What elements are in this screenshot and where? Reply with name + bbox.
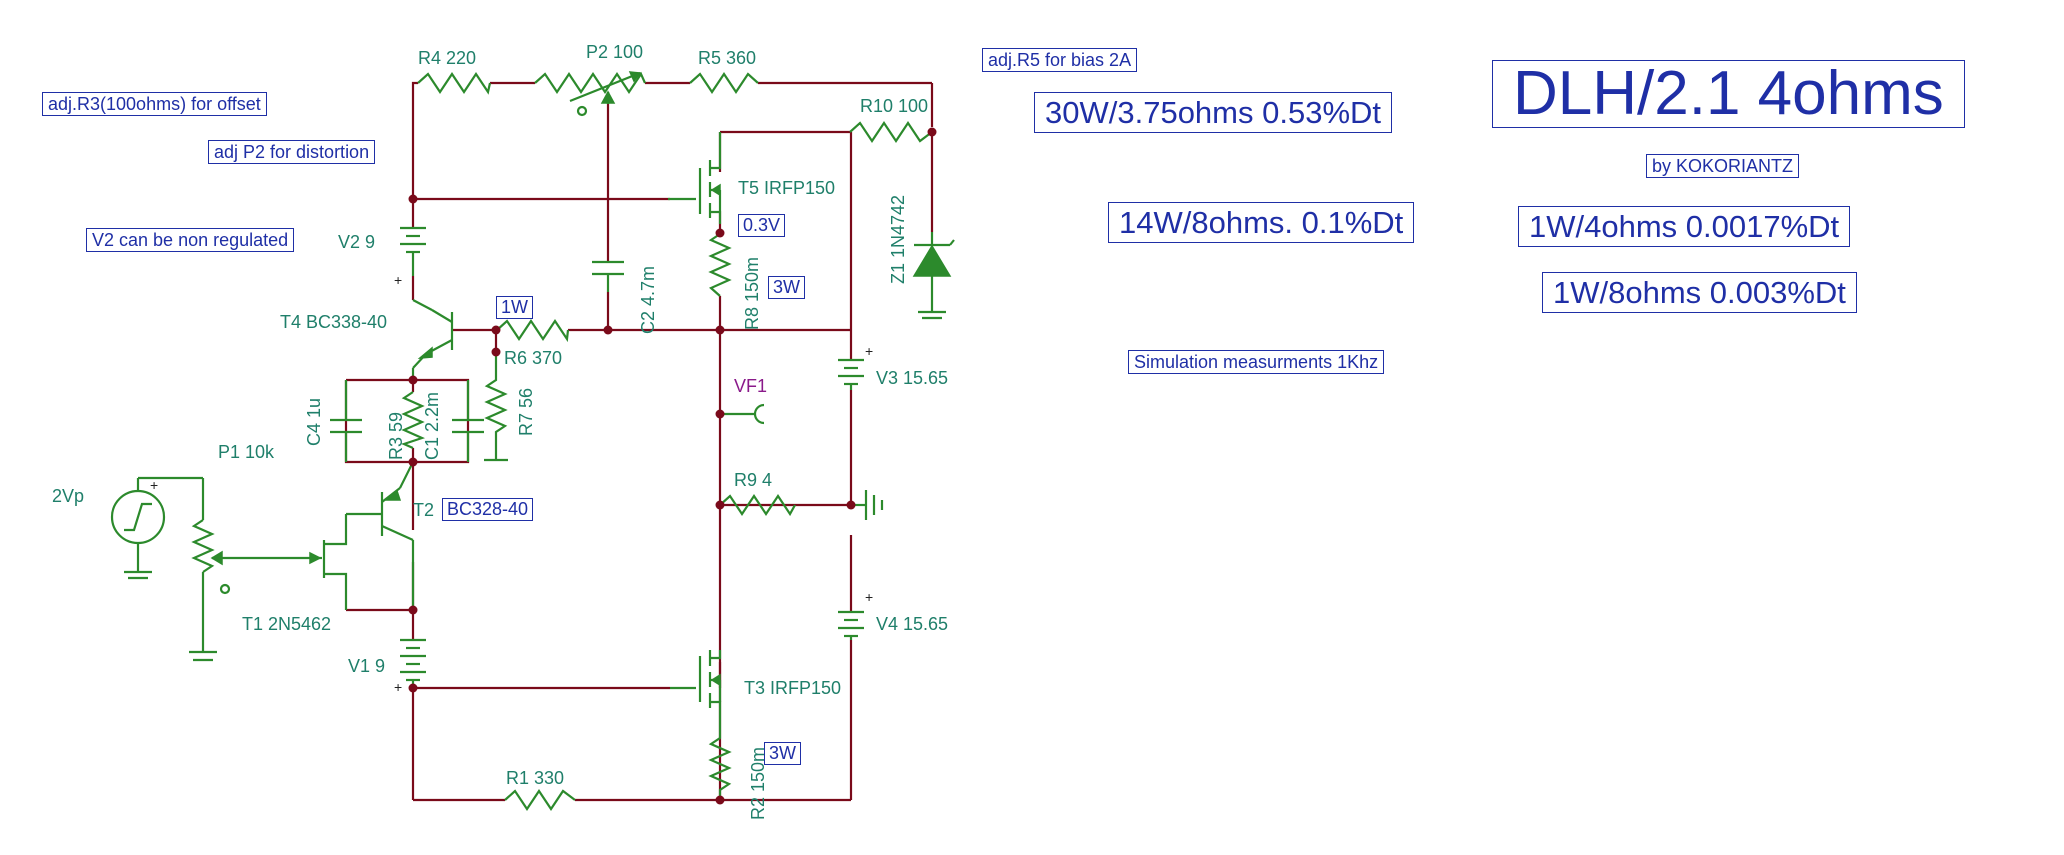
label-v1: V1 9 <box>348 656 385 676</box>
svg-text:+: + <box>865 589 873 605</box>
result-30w: 30W/3.75ohms 0.53%Dt <box>1034 92 1393 133</box>
label-z1: Z1 1N4742 <box>888 195 908 284</box>
label-p1: P1 10k <box>218 442 275 462</box>
label-r4: R4 220 <box>418 48 476 68</box>
label-t5: T5 IRFP150 <box>738 178 835 198</box>
tag-voltage: 0.3V <box>738 214 786 237</box>
label-t1: T1 2N5462 <box>242 614 331 634</box>
label-c2: C2 4.7m <box>638 266 658 334</box>
note-bias: adj.R5 for bias 2A <box>982 48 1138 72</box>
tag-r6-power: 1W <box>496 296 533 319</box>
c4-capacitor <box>330 380 362 462</box>
r3-resistor <box>400 391 426 450</box>
note-offset: adj.R3(100ohms) for offset <box>42 92 267 116</box>
label-t2: T2 <box>413 500 434 520</box>
component-labels: R4 220 P2 100 R5 360 R10 100 T5 IRFP150 … <box>52 42 948 820</box>
c2-capacitor <box>592 260 624 292</box>
svg-text:+: + <box>394 679 402 695</box>
v3-battery <box>838 358 864 390</box>
label-r6: R6 370 <box>504 348 562 368</box>
result-14w: 14W/8ohms. 0.1%Dt <box>1108 202 1415 243</box>
vf1-probe <box>720 403 765 425</box>
label-t4: T4 BC338-40 <box>280 312 387 332</box>
v2-battery <box>400 226 426 276</box>
r7-resistor <box>484 354 508 460</box>
label-r1: R1 330 <box>506 768 564 788</box>
label-p2: P2 100 <box>586 42 643 62</box>
tag-r8-power: 3W <box>768 276 805 299</box>
tag-t2-type: BC328-40 <box>442 498 534 521</box>
r4-resistor <box>417 72 492 95</box>
label-v2: V2 9 <box>338 232 375 252</box>
label-v3: V3 15.65 <box>876 368 948 388</box>
polarity-marks: + + + + + <box>150 272 873 695</box>
r5-resistor <box>689 72 759 94</box>
tag-r2-power: 3W <box>764 742 801 765</box>
p2-potentiometer <box>534 71 647 94</box>
author-box: by KOKORIANTZ <box>1646 154 1800 178</box>
result-1w-4ohm: 1W/4ohms 0.0017%Dt <box>1518 206 1851 247</box>
label-r8: R8 150m <box>742 257 762 330</box>
note-distortion: adj P2 for distortion <box>208 140 376 164</box>
result-1w-8ohm: 1W/8ohms 0.003%Dt <box>1542 272 1857 313</box>
source-2vp <box>110 476 203 580</box>
t3-mosfet <box>670 650 722 730</box>
r8-resistor <box>708 233 732 297</box>
title-box: DLH/2.1 4ohms <box>1492 60 1965 128</box>
r6-resistor <box>496 319 570 343</box>
t5-mosfet <box>668 132 722 224</box>
label-r2: R2 150m <box>748 747 768 820</box>
label-c1: C1 2.2m <box>422 392 442 460</box>
label-v4: V4 15.65 <box>876 614 948 634</box>
svg-text:+: + <box>865 343 873 359</box>
label-r3: R3 59 <box>386 412 406 460</box>
note-v2: V2 can be non regulated <box>86 228 295 252</box>
label-c4: C4 1u <box>304 398 324 446</box>
v1-battery <box>400 638 426 685</box>
p1-potentiometer <box>189 478 312 662</box>
r10-resistor <box>849 121 933 143</box>
r9-resistor <box>719 494 796 517</box>
label-vs: 2Vp <box>52 486 84 506</box>
label-r10: R10 100 <box>860 96 928 116</box>
r2-resistor <box>708 730 732 800</box>
r1-resistor <box>504 789 576 811</box>
svg-text:+: + <box>394 272 402 288</box>
t2-transistor <box>346 461 415 610</box>
svg-text:+: + <box>150 477 158 493</box>
t4-transistor <box>411 299 454 380</box>
note-simulation: Simulation measurments 1Khz <box>1128 350 1385 374</box>
label-r5: R5 360 <box>698 48 756 68</box>
components <box>110 71 955 811</box>
ground-symbol <box>851 490 884 520</box>
label-vf1: VF1 <box>734 376 767 396</box>
v4-battery <box>838 610 864 640</box>
label-r9: R9 4 <box>734 470 772 490</box>
z1-zener <box>912 232 955 320</box>
junction-dots <box>408 127 937 805</box>
t1-jfet <box>309 514 348 610</box>
label-t3: T3 IRFP150 <box>744 678 841 698</box>
c1-capacitor <box>452 380 484 462</box>
label-r7: R7 56 <box>516 388 536 436</box>
